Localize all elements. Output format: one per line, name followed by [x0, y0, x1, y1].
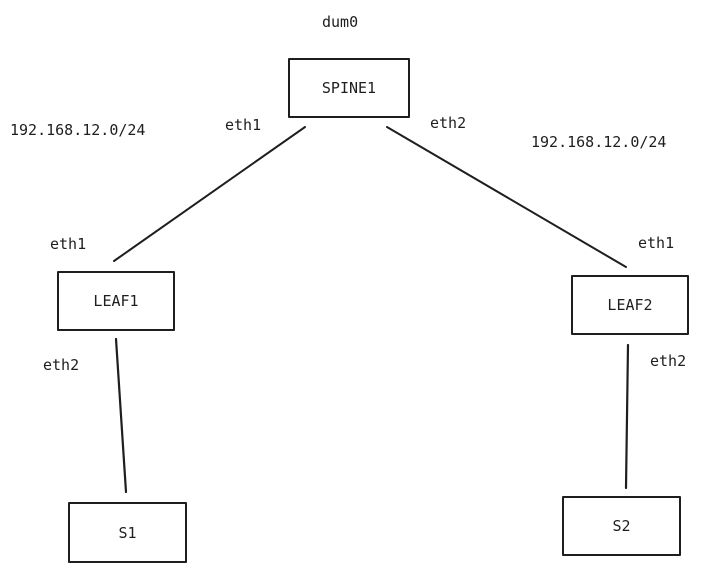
link-spine1-leaf1 [113, 126, 306, 262]
link-leaf2-s2 [624, 343, 630, 490]
leaf2-eth2-label: eth2 [650, 352, 687, 370]
leaf2-label: LEAF2 [607, 296, 653, 314]
link-leaf1-s1 [114, 337, 128, 494]
spine-eth1-label: eth1 [225, 116, 262, 134]
leaf1-eth2-label: eth2 [43, 356, 80, 374]
subnet-label-left: 192.168.12.0/24 [10, 121, 146, 139]
leaf2-node[interactable]: LEAF2 [571, 275, 689, 335]
leaf1-eth1-label: eth1 [50, 235, 87, 253]
s2-node[interactable]: S2 [562, 496, 681, 556]
spine1-label: SPINE1 [321, 79, 377, 97]
s2-label: S2 [612, 517, 631, 535]
spine-eth2-label: eth2 [430, 114, 467, 132]
leaf1-label: LEAF1 [93, 292, 139, 310]
s1-label: S1 [118, 523, 137, 542]
s1-node[interactable]: S1 [68, 502, 187, 563]
leaf2-eth1-label: eth1 [638, 234, 675, 252]
subnet-label-right: 192.168.12.0/24 [531, 133, 667, 151]
link-spine1-leaf2 [386, 126, 627, 268]
spine1-node[interactable]: SPINE1 [288, 58, 410, 118]
spine-interface-label: dum0 [322, 13, 359, 31]
leaf1-node[interactable]: LEAF1 [57, 271, 175, 331]
